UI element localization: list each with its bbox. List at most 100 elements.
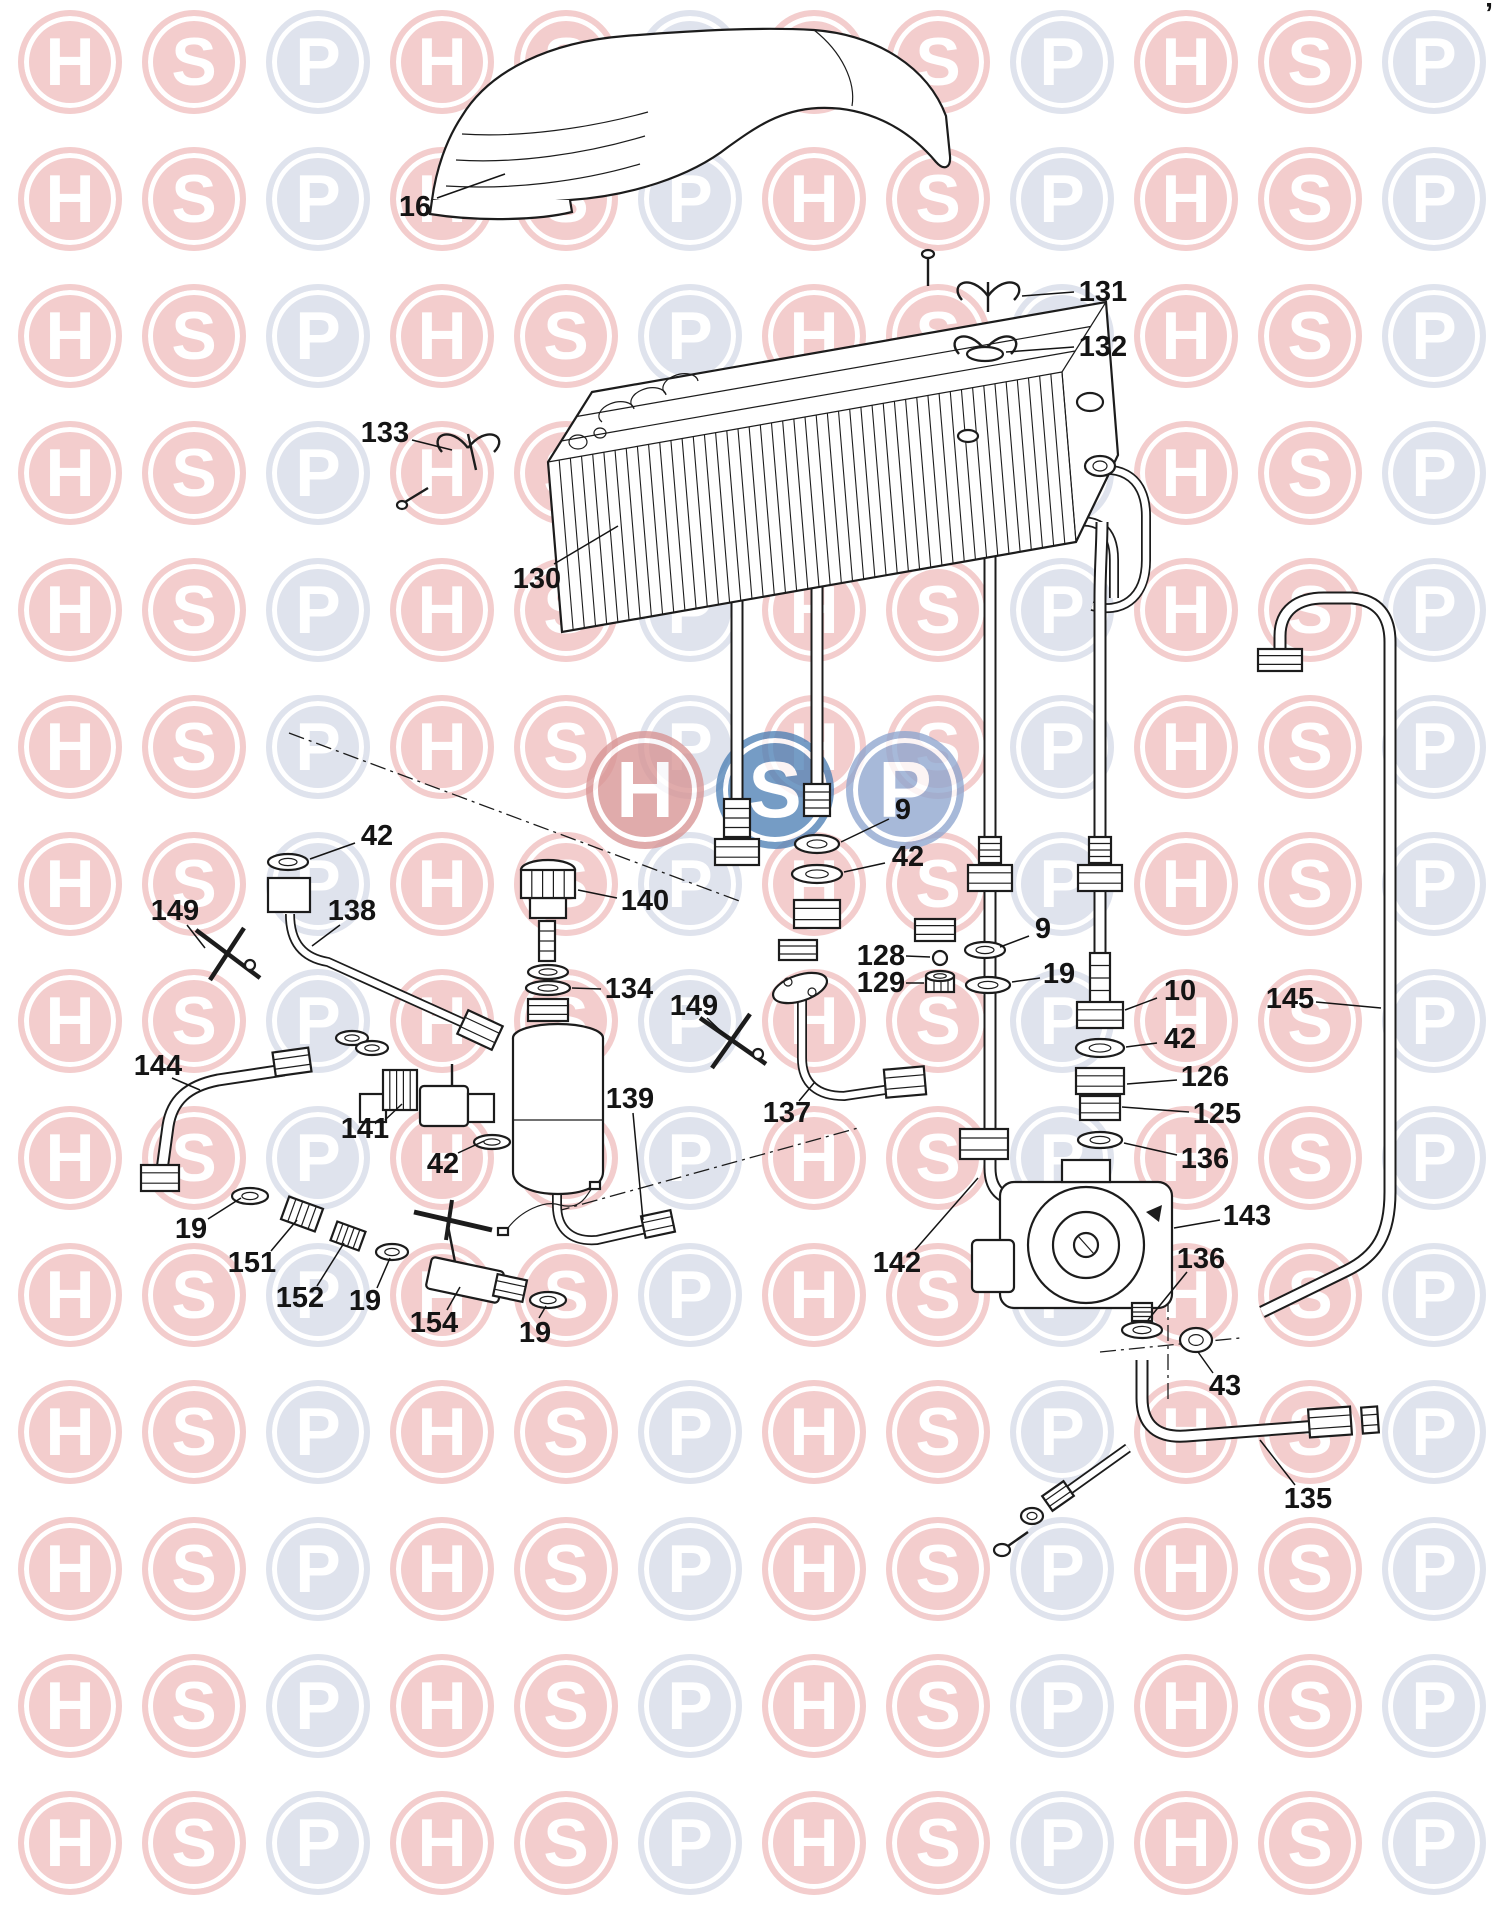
pipe-bracket	[771, 971, 829, 1005]
part-label-19: 19	[349, 1285, 381, 1317]
watermark-letter-s: S	[142, 1517, 246, 1621]
cover-panel	[428, 27, 952, 221]
watermark-letter-p: P	[266, 1380, 370, 1484]
watermark-letter-p: P	[1382, 284, 1486, 388]
watermark-letter-p: P	[266, 695, 370, 799]
leader-line-137	[798, 1082, 815, 1102]
watermark-letter-s: S	[886, 1517, 990, 1621]
part-label-138: 138	[328, 895, 376, 927]
watermark-letter-s: S	[514, 1243, 618, 1347]
part-label-10: 10	[1164, 975, 1196, 1007]
part-label-145: 145	[1266, 983, 1314, 1015]
hex-nut	[713, 837, 761, 867]
watermark-letter-p: P	[266, 1106, 370, 1210]
clip-132	[953, 335, 1018, 363]
small-bolt	[992, 1531, 1029, 1558]
hex-nut	[792, 898, 842, 930]
watermark-letter-h: H	[390, 1517, 494, 1621]
watermark-letter-p: P	[1010, 695, 1114, 799]
hex-nut	[882, 1065, 928, 1099]
threaded-stud	[1088, 951, 1112, 1005]
part-label-19: 19	[175, 1213, 207, 1245]
washer	[793, 833, 841, 855]
watermark-letter-p: P	[266, 1654, 370, 1758]
watermark-letter-p: P	[266, 284, 370, 388]
leader-line-135	[1259, 1439, 1296, 1486]
watermark-letter-p: P	[266, 421, 370, 525]
part-label-149: 149	[151, 895, 199, 927]
washer	[374, 1242, 410, 1262]
watermark-letter-p: P	[638, 1654, 742, 1758]
part-label-’: ’	[1485, 0, 1493, 30]
watermark-letter-h: H	[18, 10, 122, 114]
threaded-stud	[1087, 835, 1113, 865]
watermark-letter-h: H	[1134, 147, 1238, 251]
washer	[963, 940, 1007, 960]
watermark-letter-p: P	[266, 147, 370, 251]
watermark-letter-h: H	[762, 1791, 866, 1895]
flow-arrow	[1146, 1205, 1162, 1222]
watermark-letter-s: S	[142, 421, 246, 525]
leader-line-19	[376, 1257, 391, 1289]
watermark-letter-p: P	[266, 1243, 370, 1347]
part-label-9: 9	[895, 794, 911, 826]
washer	[1120, 1320, 1164, 1340]
hex-nut	[639, 1208, 677, 1240]
leader-line-42	[457, 1140, 485, 1154]
watermark-letter-s: S	[142, 832, 246, 936]
hex-nut	[966, 863, 1014, 893]
watermark-letter-p: P	[1010, 147, 1114, 251]
leader-line-149	[186, 924, 206, 949]
watermark-letter-p: P	[1382, 421, 1486, 525]
washer	[354, 1039, 390, 1057]
hex-nut	[526, 997, 570, 1023]
watermark-letter-p: P	[1382, 1654, 1486, 1758]
watermark-letter-h: H	[1134, 558, 1238, 662]
watermark-letter-p: P	[638, 969, 742, 1073]
heat-exchanger-fins	[547, 325, 1091, 633]
leader-line-154	[446, 1286, 461, 1311]
part-label-19: 19	[1043, 958, 1075, 990]
watermark-letter-s: S	[1258, 1654, 1362, 1758]
watermark-letter-s: S	[142, 1380, 246, 1484]
leader-line-42	[309, 842, 356, 860]
watermark-letter-h: H	[1134, 421, 1238, 525]
part-label-132: 132	[1079, 331, 1127, 363]
heat-exchanger	[546, 300, 1120, 634]
watermark-letter-h: H	[18, 147, 122, 251]
watermark-letter-s: S	[1258, 1106, 1362, 1210]
elbow-fitting	[266, 876, 312, 914]
leader-line-145	[1315, 1001, 1382, 1009]
part-label-43: 43	[1209, 1370, 1241, 1402]
part-label-42: 42	[427, 1148, 459, 1180]
part-label-151: 151	[228, 1247, 276, 1279]
washer	[1076, 1130, 1124, 1150]
part-label-142: 142	[873, 1247, 921, 1279]
leader-line-138	[311, 924, 341, 947]
watermark-letter-s: S	[142, 1791, 246, 1895]
part-label-135: 135	[1284, 1483, 1332, 1515]
part-label-42: 42	[1164, 1023, 1196, 1055]
leader-line-134	[571, 987, 602, 990]
part-label-136: 136	[1181, 1143, 1229, 1175]
leader-line-140	[577, 889, 618, 899]
watermark-letter-s: S	[142, 695, 246, 799]
part-label-133: 133	[361, 417, 409, 449]
leader-line-142	[914, 1177, 979, 1251]
watermark-letter-p: P	[638, 1517, 742, 1621]
threaded-stud	[1130, 1301, 1154, 1323]
hex-nut	[958, 1127, 1010, 1161]
part-label-19: 19	[519, 1317, 551, 1349]
watermark-letter-p: P	[1010, 10, 1114, 114]
watermark-letter-h: H	[1134, 1654, 1238, 1758]
watermark-letter-p: P	[266, 10, 370, 114]
ribbed-bush	[381, 1068, 419, 1112]
fittings	[139, 647, 1381, 1526]
part-label-141: 141	[341, 1113, 389, 1145]
leader-line-126	[1126, 1079, 1178, 1085]
watermark-letter-h: H	[390, 1654, 494, 1758]
ribbed-bush	[519, 868, 577, 900]
leader-line-139	[632, 1112, 644, 1221]
